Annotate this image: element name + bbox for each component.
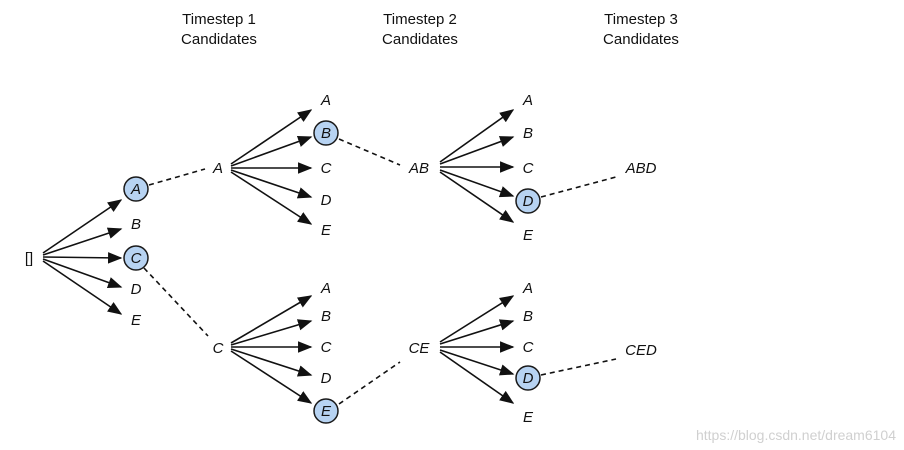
arrow-a-b <box>230 136 313 167</box>
selected-circle-step1-c <box>123 245 149 271</box>
arrow-a-d <box>230 169 313 199</box>
candidate-ab-c: C <box>523 160 534 177</box>
header-timestep-2-line1: Timestep 2 <box>383 11 457 28</box>
arrow-ab-a <box>439 109 515 163</box>
candidate-ab-d: D <box>523 193 534 210</box>
dash-e-to-prefix-ce <box>338 361 401 405</box>
arrow-a-e <box>230 171 313 225</box>
candidate-a-b: B <box>321 125 331 142</box>
arrow-c-b <box>230 319 313 346</box>
candidate-ab-a: A <box>522 92 533 109</box>
candidate-ce-d: D <box>523 370 534 387</box>
arrow-ce-b <box>439 319 515 345</box>
header-timestep-1-line1: Timestep 1 <box>182 11 256 28</box>
watermark-text: https://blog.csdn.net/dream6104 <box>696 427 896 443</box>
arrow-a-a <box>230 109 313 165</box>
candidate-ab-e: E <box>523 227 534 244</box>
candidate-step1-e: E <box>131 312 142 329</box>
header-timestep-2-line2: Candidates <box>382 31 458 48</box>
branch-ce-arrows <box>439 295 515 404</box>
root-node-label: [] <box>25 250 33 267</box>
branch-ab-arrows <box>439 109 515 223</box>
dash-d-to-result-ced <box>540 358 617 376</box>
dash-c-to-prefix-c <box>143 267 209 337</box>
branch-c-arrows <box>230 295 313 404</box>
arrow-ce-e <box>439 351 515 404</box>
arrow-root-e <box>42 260 123 315</box>
candidate-step1-c: C <box>131 250 142 267</box>
arrow-ce-a <box>439 295 515 343</box>
selected-circle-step1-a <box>123 176 149 202</box>
candidate-step1-a: A <box>130 181 141 198</box>
arrow-root-a <box>42 199 123 254</box>
prefix-c-label: C <box>213 340 224 357</box>
header-timestep-1-line2: Candidates <box>181 31 257 48</box>
arrow-c-e <box>230 350 313 404</box>
prefix-ab-label: AB <box>408 160 429 177</box>
arrow-ce-d <box>439 349 515 376</box>
candidate-step1-b: B <box>131 216 141 233</box>
selected-circle-ce-d <box>515 365 541 391</box>
arrow-root-c <box>42 252 123 264</box>
prefix-ce-label: CE <box>409 340 431 357</box>
arrow-ab-b <box>439 136 515 165</box>
candidate-a-d: D <box>321 192 332 209</box>
dash-b-to-prefix-ab <box>338 138 401 166</box>
selected-circle-a-b <box>313 120 339 146</box>
arrow-ab-e <box>439 171 515 223</box>
candidate-c-e: E <box>321 403 332 420</box>
prefix-a-label: A <box>212 160 223 177</box>
result-top-label: ABD <box>625 160 657 177</box>
candidate-step1-d: D <box>131 281 142 298</box>
candidate-a-a: A <box>320 92 331 109</box>
root-arrows <box>42 199 123 315</box>
candidate-a-c: C <box>321 160 332 177</box>
candidate-c-d: D <box>321 370 332 387</box>
candidate-ce-c: C <box>523 339 534 356</box>
dash-a-to-prefix-a <box>148 168 206 186</box>
branch-a-arrows <box>230 109 313 225</box>
candidate-ce-a: A <box>522 280 533 297</box>
dash-d-to-result-abd <box>540 176 617 198</box>
arrow-root-d <box>42 258 123 289</box>
header-timestep-3-line2: Candidates <box>603 31 679 48</box>
selected-circle-c-e <box>313 398 339 424</box>
selected-circle-ab-d <box>515 188 541 214</box>
arrow-ab-d <box>439 169 515 198</box>
candidate-ce-b: B <box>523 308 533 325</box>
candidate-c-a: A <box>320 280 331 297</box>
candidate-c-c: C <box>321 339 332 356</box>
arrow-c-d <box>230 348 313 377</box>
candidate-ce-e: E <box>523 409 534 426</box>
candidate-a-e: E <box>321 222 332 239</box>
header-timestep-3-line1: Timestep 3 <box>604 11 678 28</box>
result-bottom-label: CED <box>625 342 657 359</box>
candidate-c-b: B <box>321 308 331 325</box>
arrow-c-a <box>230 295 313 344</box>
candidate-ab-b: B <box>523 125 533 142</box>
arrow-root-b <box>42 227 123 256</box>
